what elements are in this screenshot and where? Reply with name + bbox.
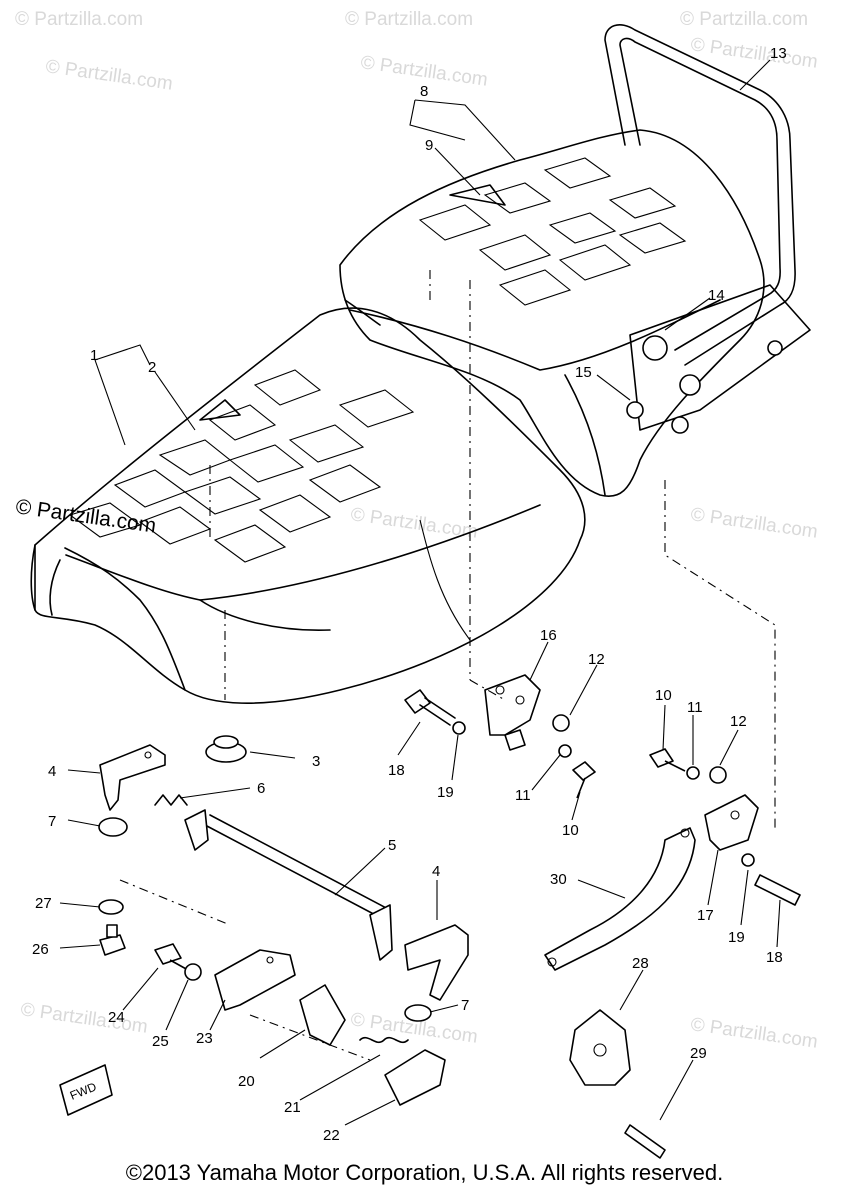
callout-12a: 12 xyxy=(588,651,605,668)
callout-27: 27 xyxy=(35,895,52,912)
screw-24 xyxy=(154,943,189,971)
callout-2: 2 xyxy=(148,359,156,376)
part-27 xyxy=(98,899,124,915)
callout-29: 29 xyxy=(690,1045,707,1062)
callout-10a: 10 xyxy=(562,822,579,839)
bracket-17 xyxy=(704,794,759,851)
washer-19 xyxy=(452,721,466,735)
lock-28 xyxy=(569,1009,631,1086)
callout-numbers: 1 2 3 4 4 5 6 7 7 8 9 10 10 11 11 12 12 … xyxy=(32,45,787,1144)
callout-14: 14 xyxy=(708,287,725,304)
watermark: © Partzilla.com xyxy=(689,504,819,543)
bolt-10b xyxy=(649,748,686,772)
callout-19b: 19 xyxy=(728,929,745,946)
callout-1: 1 xyxy=(90,347,98,364)
front-seat xyxy=(30,307,586,704)
strap-30 xyxy=(544,827,696,971)
callout-12b: 12 xyxy=(730,713,747,730)
nut-12b xyxy=(709,766,727,784)
callout-24: 24 xyxy=(108,1009,125,1026)
washer-19b xyxy=(741,853,755,867)
spring-21 xyxy=(359,1036,409,1044)
callout-22: 22 xyxy=(323,1127,340,1144)
callout-30: 30 xyxy=(550,871,567,888)
bolt-18b xyxy=(754,874,801,906)
watermark: © Partzilla.com xyxy=(44,56,174,95)
callout-7b: 7 xyxy=(461,997,469,1014)
plate-20 xyxy=(299,984,346,1046)
watermark: © Partzilla.com xyxy=(689,1014,819,1053)
washer-25 xyxy=(184,963,202,981)
callout-18a: 18 xyxy=(388,762,405,779)
damper-3 xyxy=(205,735,247,763)
nut-7 xyxy=(98,817,128,837)
callout-25: 25 xyxy=(152,1033,169,1050)
nut-7b xyxy=(404,1004,432,1022)
fwd-arrow: FWD xyxy=(59,1064,113,1116)
washer-11b xyxy=(686,766,700,780)
watermarks: © Partzilla.com © Partzilla.com © Partzi… xyxy=(14,9,819,1053)
hinge-23 xyxy=(214,949,296,1011)
callout-9: 9 xyxy=(425,137,433,154)
callout-10b: 10 xyxy=(655,687,672,704)
callout-7a: 7 xyxy=(48,813,56,830)
callout-6: 6 xyxy=(257,780,265,797)
callout-17: 17 xyxy=(697,907,714,924)
callout-23: 23 xyxy=(196,1030,213,1047)
callout-15: 15 xyxy=(575,364,592,381)
bolt-10a xyxy=(572,761,596,799)
callout-18b: 18 xyxy=(766,949,783,966)
callout-19a: 19 xyxy=(437,784,454,801)
watermark: © Partzilla.com xyxy=(680,9,808,30)
callout-26: 26 xyxy=(32,941,49,958)
callout-3: 3 xyxy=(312,753,320,770)
spring-6 xyxy=(154,794,188,806)
bracket-4b xyxy=(404,924,469,1001)
callout-20: 20 xyxy=(238,1073,255,1090)
alignment-lines xyxy=(119,280,776,1061)
callout-13: 13 xyxy=(770,45,787,62)
callout-11a: 11 xyxy=(515,787,531,804)
callout-5: 5 xyxy=(388,837,396,854)
screw-29 xyxy=(624,1124,666,1159)
copyright-notice: ©2013 Yamaha Motor Corporation, U.S.A. A… xyxy=(125,1160,724,1185)
part-26 xyxy=(99,924,126,956)
callout-8: 8 xyxy=(420,83,428,100)
leader-lines xyxy=(59,59,781,1126)
callout-11b: 11 xyxy=(687,699,703,716)
watermark: © Partzilla.com xyxy=(19,999,149,1038)
latch-22 xyxy=(384,1049,446,1106)
callout-21: 21 xyxy=(284,1099,301,1116)
watermark: © Partzilla.com xyxy=(345,9,473,30)
callout-4b: 4 xyxy=(432,863,440,880)
grab-bar xyxy=(604,24,811,434)
callout-4a: 4 xyxy=(48,763,56,780)
seat-mount-bracket-4 xyxy=(99,744,166,811)
bracket-16 xyxy=(484,674,541,751)
rear-seat xyxy=(339,129,765,497)
washer-11a xyxy=(558,744,572,758)
callout-16: 16 xyxy=(540,627,557,644)
rod-5 xyxy=(184,809,393,961)
watermark: © Partzilla.com xyxy=(689,34,819,73)
bolt-18 xyxy=(404,689,456,726)
watermark: © Partzilla.com xyxy=(15,9,143,30)
callout-28: 28 xyxy=(632,955,649,972)
nut-12a xyxy=(552,714,570,732)
